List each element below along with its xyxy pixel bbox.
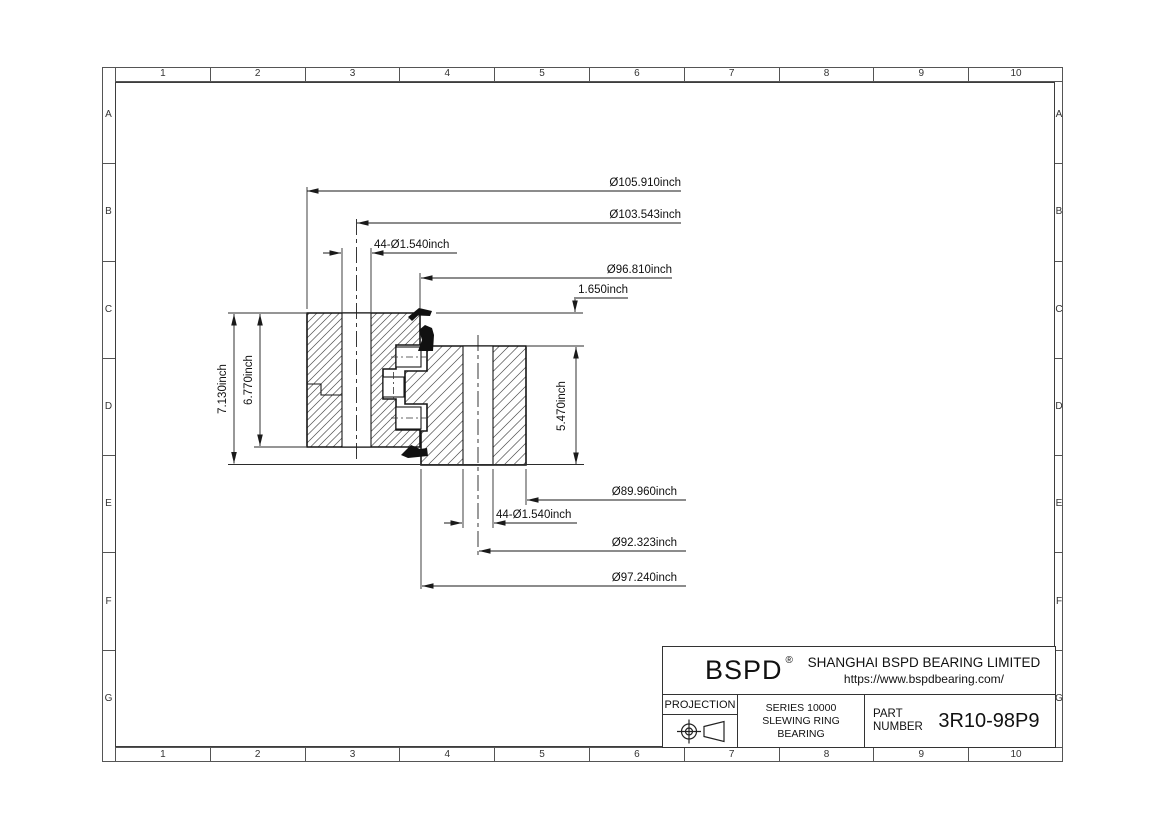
grid-row-label: C [1055, 262, 1063, 359]
grid-col-label: 2 [211, 67, 306, 81]
grid-row-label: B [1055, 164, 1063, 262]
grid-band-top: 1 2 3 4 5 6 7 8 9 10 [115, 67, 1063, 82]
seal-top-inner [418, 325, 434, 351]
grid-col-label: 6 [590, 67, 685, 81]
registered-trademark-icon: ® [785, 655, 793, 666]
grid-col-label: 9 [874, 748, 970, 762]
company-website: https://www.bspdbearing.com/ [843, 672, 1004, 686]
label-inner-bolt-holes: 44-Ø1.540inch [496, 509, 571, 521]
grid-row-label: D [102, 359, 115, 457]
grid-row-label: E [102, 456, 115, 554]
label-inner-ring-od: Ø97.240inch [612, 572, 677, 584]
grid-col-label: 7 [685, 748, 780, 762]
grid-col-label: 4 [400, 748, 496, 762]
company-logo-text: BSPD [705, 655, 783, 685]
grid-col-label: 9 [874, 67, 970, 81]
grid-col-label: 5 [495, 67, 590, 81]
outer-ring-split-line [307, 383, 342, 396]
part-number-value: 3R10-98P9 [938, 709, 1040, 732]
grid-row-label: E [1055, 456, 1063, 554]
company-name: SHANGHAI BSPD BEARING LIMITED [807, 655, 1041, 670]
title-block-detail-row: PROJECTION SERIES 10000 SLEWING RING BEA… [663, 695, 1055, 747]
grid-band-left: A B C D E F G [102, 67, 115, 747]
seal-bottom [401, 445, 428, 458]
label-outer-ring-height: 6.770inch [243, 355, 255, 405]
grid-col-label: 3 [306, 748, 401, 762]
series-line2: SLEWING RING BEARING [762, 714, 840, 740]
grid-row-label: F [102, 553, 115, 651]
grid-row-label: A [1055, 67, 1063, 165]
sheet-outer-border [102, 67, 1063, 762]
label-inner-bolt-circle: Ø92.323inch [612, 537, 677, 549]
part-number-label: PART NUMBER [865, 708, 923, 735]
seal-top-outer [408, 308, 432, 321]
projection-cell: PROJECTION [663, 695, 738, 747]
grid-row-label: D [1055, 359, 1063, 457]
grid-col-label: 10 [1010, 749, 1022, 760]
bolt-centerlines [356, 219, 479, 555]
label-inner-ring-height: 5.470inch [556, 381, 568, 431]
part-label-line1: PART [873, 707, 903, 720]
extension-lines [228, 187, 584, 589]
label-outer-diameter: Ø105.910inch [609, 177, 681, 189]
roller-centerlines [391, 356, 426, 419]
series-cell: SERIES 10000 SLEWING RING BEARING [738, 695, 865, 747]
grid-col-label: 3 [306, 67, 401, 81]
grid-col-label: 8 [780, 748, 875, 762]
grid-row-label: A [102, 67, 115, 165]
grid-col-label: 2 [211, 748, 306, 762]
grid-row-label: G [104, 692, 113, 704]
grid-col-label: 6 [590, 748, 685, 762]
projection-symbol-cell [663, 715, 737, 747]
grid-col-label: 1 [116, 748, 211, 762]
dimension-labels: Ø105.910inch Ø103.543inch 44-Ø1.540inch … [217, 177, 681, 584]
label-outer-bolt-holes: 44-Ø1.540inch [374, 239, 449, 251]
title-block: BSPD ® SHANGHAI BSPD BEARING LIMITED htt… [662, 646, 1056, 748]
grid-row-label: B [102, 164, 115, 262]
company-logo: BSPD ® [705, 655, 793, 685]
series-line1: SERIES 10000 [765, 701, 837, 714]
third-angle-projection-icon [677, 719, 725, 743]
part-number-cell: PART NUMBER 3R10-98P9 [865, 695, 1055, 747]
label-step-height: 1.650inch [578, 284, 628, 296]
title-block-company-row: BSPD ® SHANGHAI BSPD BEARING LIMITED htt… [663, 647, 1055, 695]
grid-col-label: 1 [116, 67, 211, 81]
grid-row-label: C [102, 262, 115, 359]
label-total-height: 7.130inch [217, 364, 229, 414]
grid-col-label: 10 [1010, 68, 1022, 79]
grid-band-right: A B C D E F G [1055, 67, 1063, 747]
seal-profiles [401, 308, 434, 458]
grid-row-label: F [1055, 553, 1063, 651]
grid-band-bottom: 1 2 3 4 5 6 7 8 9 10 [115, 747, 1063, 762]
label-inner-bore: Ø89.960inch [612, 486, 677, 498]
company-info: SHANGHAI BSPD BEARING LIMITED https://ww… [793, 655, 1055, 686]
grid-col-label: 7 [685, 67, 780, 81]
label-outer-bolt-circle: Ø103.543inch [609, 209, 681, 221]
grid-col-label: 5 [495, 748, 590, 762]
grid-row-label: G [1055, 692, 1063, 704]
grid-col-label: 8 [780, 67, 875, 81]
projection-label: PROJECTION [663, 695, 737, 715]
bearing-cross-section [306, 219, 527, 555]
sheet-inner-frame [115, 82, 1055, 747]
part-label-line2: NUMBER [873, 721, 923, 733]
label-seal-diameter: Ø96.810inch [607, 264, 672, 276]
dimension-lines [231, 188, 686, 589]
grid-col-label: 4 [400, 67, 496, 81]
